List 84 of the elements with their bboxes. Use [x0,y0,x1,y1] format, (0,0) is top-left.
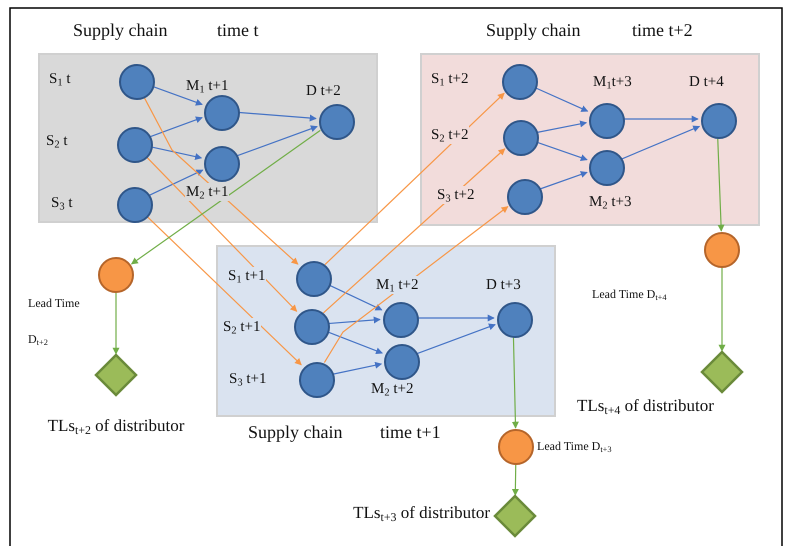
arrow [417,314,495,322]
node-label: M$_{2}$ t+1 [185,183,230,201]
arrow [718,268,726,352]
node-label: TLs$_{t+4}$ of distributor [577,396,714,416]
diamond [700,350,744,394]
arrow [536,141,588,161]
node-label: S$_{1}$ t+1 [227,267,266,285]
arrow [534,86,588,112]
node-circle [319,104,355,140]
arrow [238,112,317,122]
arrow [149,170,204,196]
lead-time-circle [498,429,534,465]
node-label: D$_{t+2}$ [28,332,48,346]
node-circle [502,64,538,100]
node-circle [497,302,533,338]
arrow [621,126,700,160]
panel-heading: time t+1 [380,422,441,444]
node-circle [117,187,153,223]
node-circle [507,179,543,215]
lead-time-circle [98,257,134,293]
lead-time-circle [704,232,740,268]
node-label: S$_{1}$ t [48,70,72,88]
panel [216,245,556,417]
node-label: S$_{2}$ t [45,132,69,150]
arrow [152,86,203,106]
node-label: M$_{2}$ t+3 [588,193,632,211]
node-label: S$_{2}$ t+1 [222,318,262,336]
arrow [130,130,321,265]
node-circle [383,302,419,338]
arrow [236,125,318,156]
arrow [512,336,519,429]
arrow [142,96,298,265]
diamond [94,353,138,397]
node-label: S$_{3}$ t+2 [436,186,476,204]
arrow [146,215,302,366]
panel-heading: time t+2 [632,20,693,42]
arrow [623,116,699,122]
node-circle [299,362,335,398]
node-circle [701,103,737,139]
node-label: Lead Time D$_{t+4}$ [592,287,667,302]
node-circle [117,127,153,163]
panel [420,53,760,226]
node-label: S$_{3}$ t [50,194,74,212]
arrow [328,284,382,310]
node-circle [119,64,155,100]
node-label: M$_{1}$ t+1 [185,77,230,95]
node-label: M$_{1}$ t+2 [375,276,420,294]
arrow [322,148,506,314]
node-circle [204,146,240,182]
node-circle [294,309,330,345]
node-circle [204,95,240,131]
panel-heading: time t [217,20,258,42]
arrow [540,171,588,190]
panel-heading: Supply chain [486,20,580,42]
arrow [324,206,508,363]
node-label: TLs$_{t+2}$ of distributor [46,415,186,439]
node-circle [503,120,539,156]
node-circle [296,261,332,297]
node-label: S$_{1}$ t+2 [430,70,470,88]
node-label: S$_{2}$ t+2 [430,126,470,144]
panel [38,53,378,223]
arrow [324,92,505,265]
node-label: Lead Time [28,296,80,310]
arrow [536,120,588,134]
node-circle [589,103,625,139]
panel-heading: Supply chain [248,422,342,444]
arrow [326,330,383,354]
node-label: Lead Time D$_{t+3}$ [537,439,612,454]
arrow [512,465,519,496]
diamond [493,494,537,538]
node-circle [384,344,420,380]
node-circle [589,150,625,186]
node-label: S$_{3}$ t+1 [228,370,268,388]
arrow [150,116,203,138]
arrow [717,136,725,232]
arrow [328,316,381,324]
arrow [145,155,298,312]
node-label: M$_{2}$ t+2 [370,380,414,398]
arrow [332,362,382,375]
panel-heading: Supply chain [73,20,168,42]
arrow [112,293,120,355]
arrow [416,324,496,354]
node-label: M$_{1}$t+3 [592,73,633,91]
node-label: TLs$_{t+3}$ of distributor [352,503,490,524]
